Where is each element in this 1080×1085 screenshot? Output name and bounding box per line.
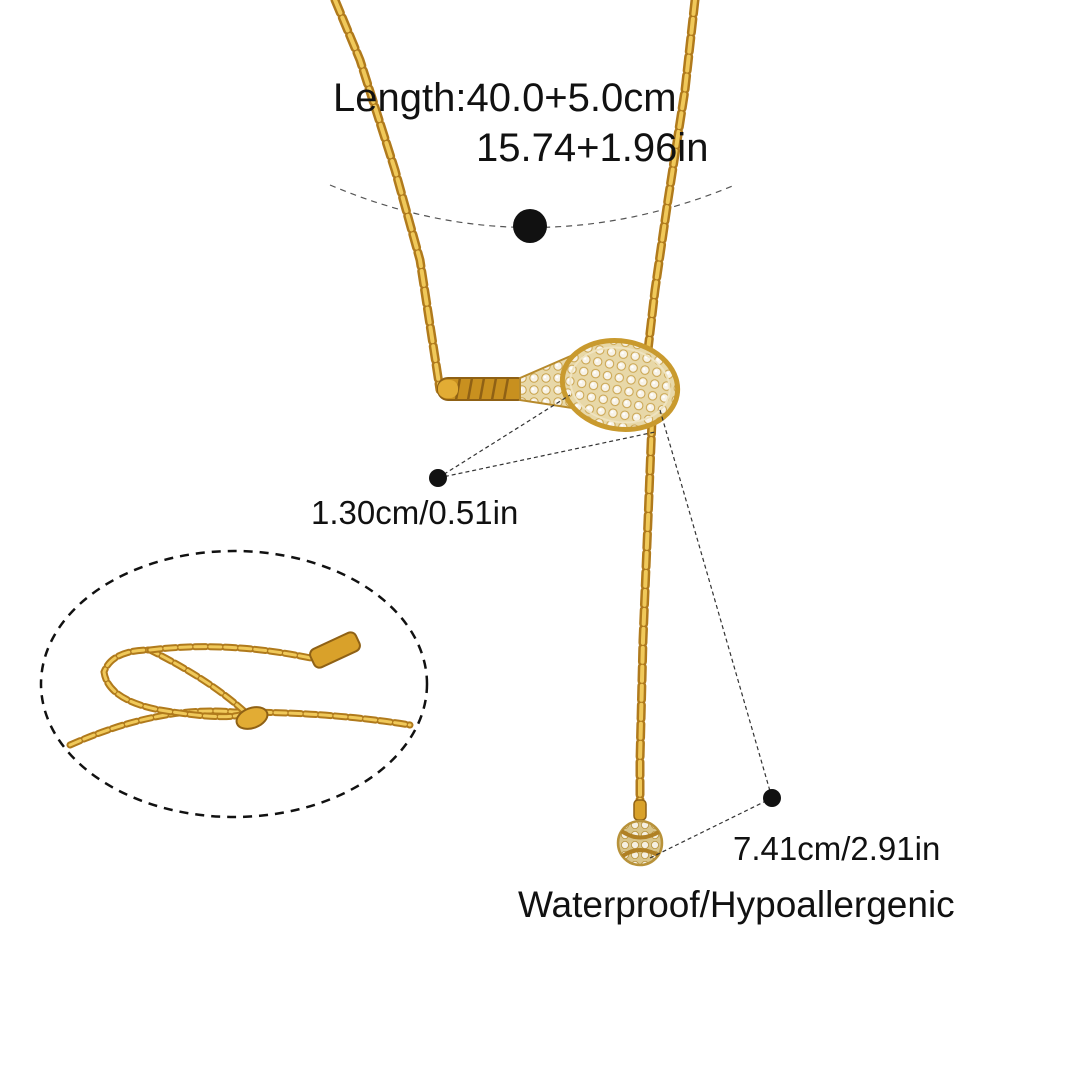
feature-label: Waterproof/Hypoallergenic bbox=[518, 884, 955, 925]
length-inches-label: 15.74+1.96in bbox=[476, 126, 709, 170]
tennis-ball-charm bbox=[616, 799, 664, 867]
neck-length-guide bbox=[329, 184, 736, 229]
neck-length-marker bbox=[513, 209, 547, 243]
head-size-guide bbox=[437, 394, 656, 479]
drop-length-marker bbox=[763, 789, 781, 807]
necklace-chain bbox=[330, 0, 700, 823]
tennis-racket-pendant bbox=[437, 338, 681, 432]
drop-size-label: 7.41cm/2.91in bbox=[733, 830, 941, 867]
length-label: Length:40.0+5.0cm bbox=[333, 76, 677, 120]
head-size-marker bbox=[429, 469, 447, 487]
drop-length-guide bbox=[649, 409, 773, 859]
head-size-label: 1.30cm/0.51in bbox=[311, 494, 519, 531]
clasp-detail-inset bbox=[39, 549, 429, 819]
